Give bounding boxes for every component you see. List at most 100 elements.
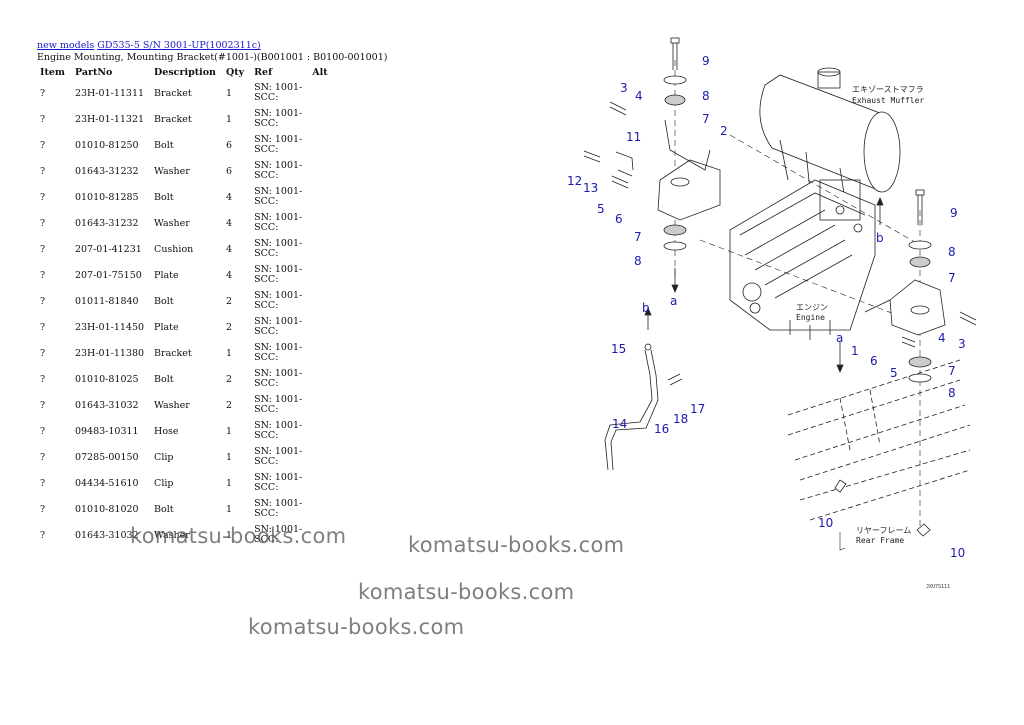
callout-7: 7: [634, 230, 642, 244]
qty-cell: 1: [225, 529, 233, 541]
partno-cell: 01643-31032: [74, 399, 139, 411]
breadcrumb-link-model[interactable]: GD535-5 S/N 3001-UP(1002311c): [97, 40, 261, 51]
ref-line: SCC:: [254, 404, 279, 415]
exhaust-muffler-illustration: [759, 67, 901, 201]
partno-cell: 207-01-41231: [74, 243, 142, 255]
engine-label-en: Engine: [796, 313, 825, 322]
watermark: komatsu-books.com: [130, 524, 347, 548]
breather-hose: [604, 343, 659, 471]
ref-line: SN: 1001-: [254, 524, 303, 535]
ref-line: SCC:: [254, 92, 279, 103]
ref-line: SCC:: [254, 300, 279, 311]
ref-line: SCC:: [254, 144, 279, 155]
description-cell: Bolt: [154, 295, 174, 307]
item-cell: ?: [40, 477, 46, 489]
qty-cell: 1: [225, 87, 233, 99]
item-cell: ?: [40, 295, 46, 307]
callout-5: 5: [890, 366, 898, 380]
item-cell: ?: [40, 373, 46, 385]
callout-16: 16: [654, 422, 669, 436]
direction-arrows: [644, 196, 884, 374]
description-cell: Hose: [154, 425, 179, 437]
ref-cell: SN: 1001-SCC:: [248, 132, 306, 158]
col-description: Description: [154, 67, 216, 78]
ref-line: SN: 1001-: [254, 82, 303, 93]
ref-line: SN: 1001-: [254, 264, 303, 275]
alt-cell: [306, 444, 331, 470]
description-cell: Plate: [154, 321, 179, 333]
item-cell: ?: [40, 113, 46, 125]
ref-line: SN: 1001-: [254, 290, 303, 301]
breadcrumb: new models GD535-5 S/N 3001-UP(1002311c): [37, 40, 261, 51]
breadcrumb-link-new-models[interactable]: new models: [37, 40, 95, 51]
partno-cell: 01010-81025: [74, 373, 139, 385]
ref-line: SCC:: [254, 352, 279, 363]
description-cell: Washer: [154, 529, 190, 541]
ref-line: SCC:: [254, 170, 279, 181]
callout-15: 15: [611, 342, 626, 356]
alt-cell: [306, 470, 331, 496]
engine-illustration: [729, 179, 876, 340]
description-cell: Washer: [154, 217, 190, 229]
ref-line: SCC:: [254, 430, 279, 441]
callout-18: 18: [673, 412, 688, 426]
callout-14: 14: [612, 417, 627, 431]
alt-cell: [306, 132, 331, 158]
ref-line: SN: 1001-: [254, 316, 303, 327]
ref-cell: SN: 1001-SCC:: [248, 236, 306, 262]
callout-17: 17: [690, 402, 705, 416]
cushion-stack: [663, 75, 932, 383]
alt-cell: [306, 184, 331, 210]
qty-cell: 4: [225, 269, 233, 281]
qty-cell: 6: [225, 165, 233, 177]
ref-line: SCC:: [254, 508, 279, 519]
ref-line: SCC:: [254, 534, 279, 545]
ref-line: SN: 1001-: [254, 472, 303, 483]
ref-cell: SN: 1001-SCC:: [248, 366, 306, 392]
item-cell: ?: [40, 269, 46, 281]
ref-cell: SN: 1001-SCC:: [248, 418, 306, 444]
partno-cell: 23H-01-11450: [74, 321, 145, 333]
item-cell: ?: [40, 165, 46, 177]
partno-cell: 01011-81840: [74, 295, 139, 307]
ref-line: SCC:: [254, 222, 279, 233]
description-cell: Clip: [154, 451, 174, 463]
ref-line: SCC:: [254, 118, 279, 129]
description-cell: Bolt: [154, 191, 174, 203]
ref-line: SN: 1001-: [254, 498, 303, 509]
description-cell: Bolt: [154, 373, 174, 385]
ref-cell: SN: 1001-SCC:: [248, 470, 306, 496]
ref-cell: SN: 1001-SCC:: [248, 210, 306, 236]
alt-cell: [306, 262, 331, 288]
callout-10: 10: [950, 546, 965, 560]
ref-line: SN: 1001-: [254, 394, 303, 405]
watermark: komatsu-books.com: [358, 580, 575, 604]
item-cell: ?: [40, 191, 46, 203]
partno-cell: 09483-10311: [74, 425, 139, 437]
qty-cell: 1: [225, 347, 233, 359]
alt-cell: [306, 392, 331, 418]
bolts: [583, 37, 977, 537]
qty-cell: 4: [225, 191, 233, 203]
callout-6: 6: [870, 354, 878, 368]
qty-cell: 2: [225, 399, 233, 411]
watermark: komatsu-books.com: [408, 533, 625, 557]
callout-5: 5: [597, 202, 605, 216]
table-header-row: Item PartNo Description Qty Ref Alt: [34, 65, 332, 80]
callout-4: 4: [938, 331, 946, 345]
qty-cell: 1: [225, 477, 233, 489]
qty-cell: 1: [225, 113, 233, 125]
col-ref: Ref: [254, 67, 273, 78]
callout-2: 2: [720, 124, 728, 138]
muffler-label-jp: エキゾーストマフラ: [852, 85, 924, 94]
partno-cell: 207-01-75150: [74, 269, 142, 281]
ref-line: SCC:: [254, 482, 279, 493]
item-cell: ?: [40, 347, 46, 359]
callout-13: 13: [583, 181, 598, 195]
description-cell: Washer: [154, 399, 190, 411]
